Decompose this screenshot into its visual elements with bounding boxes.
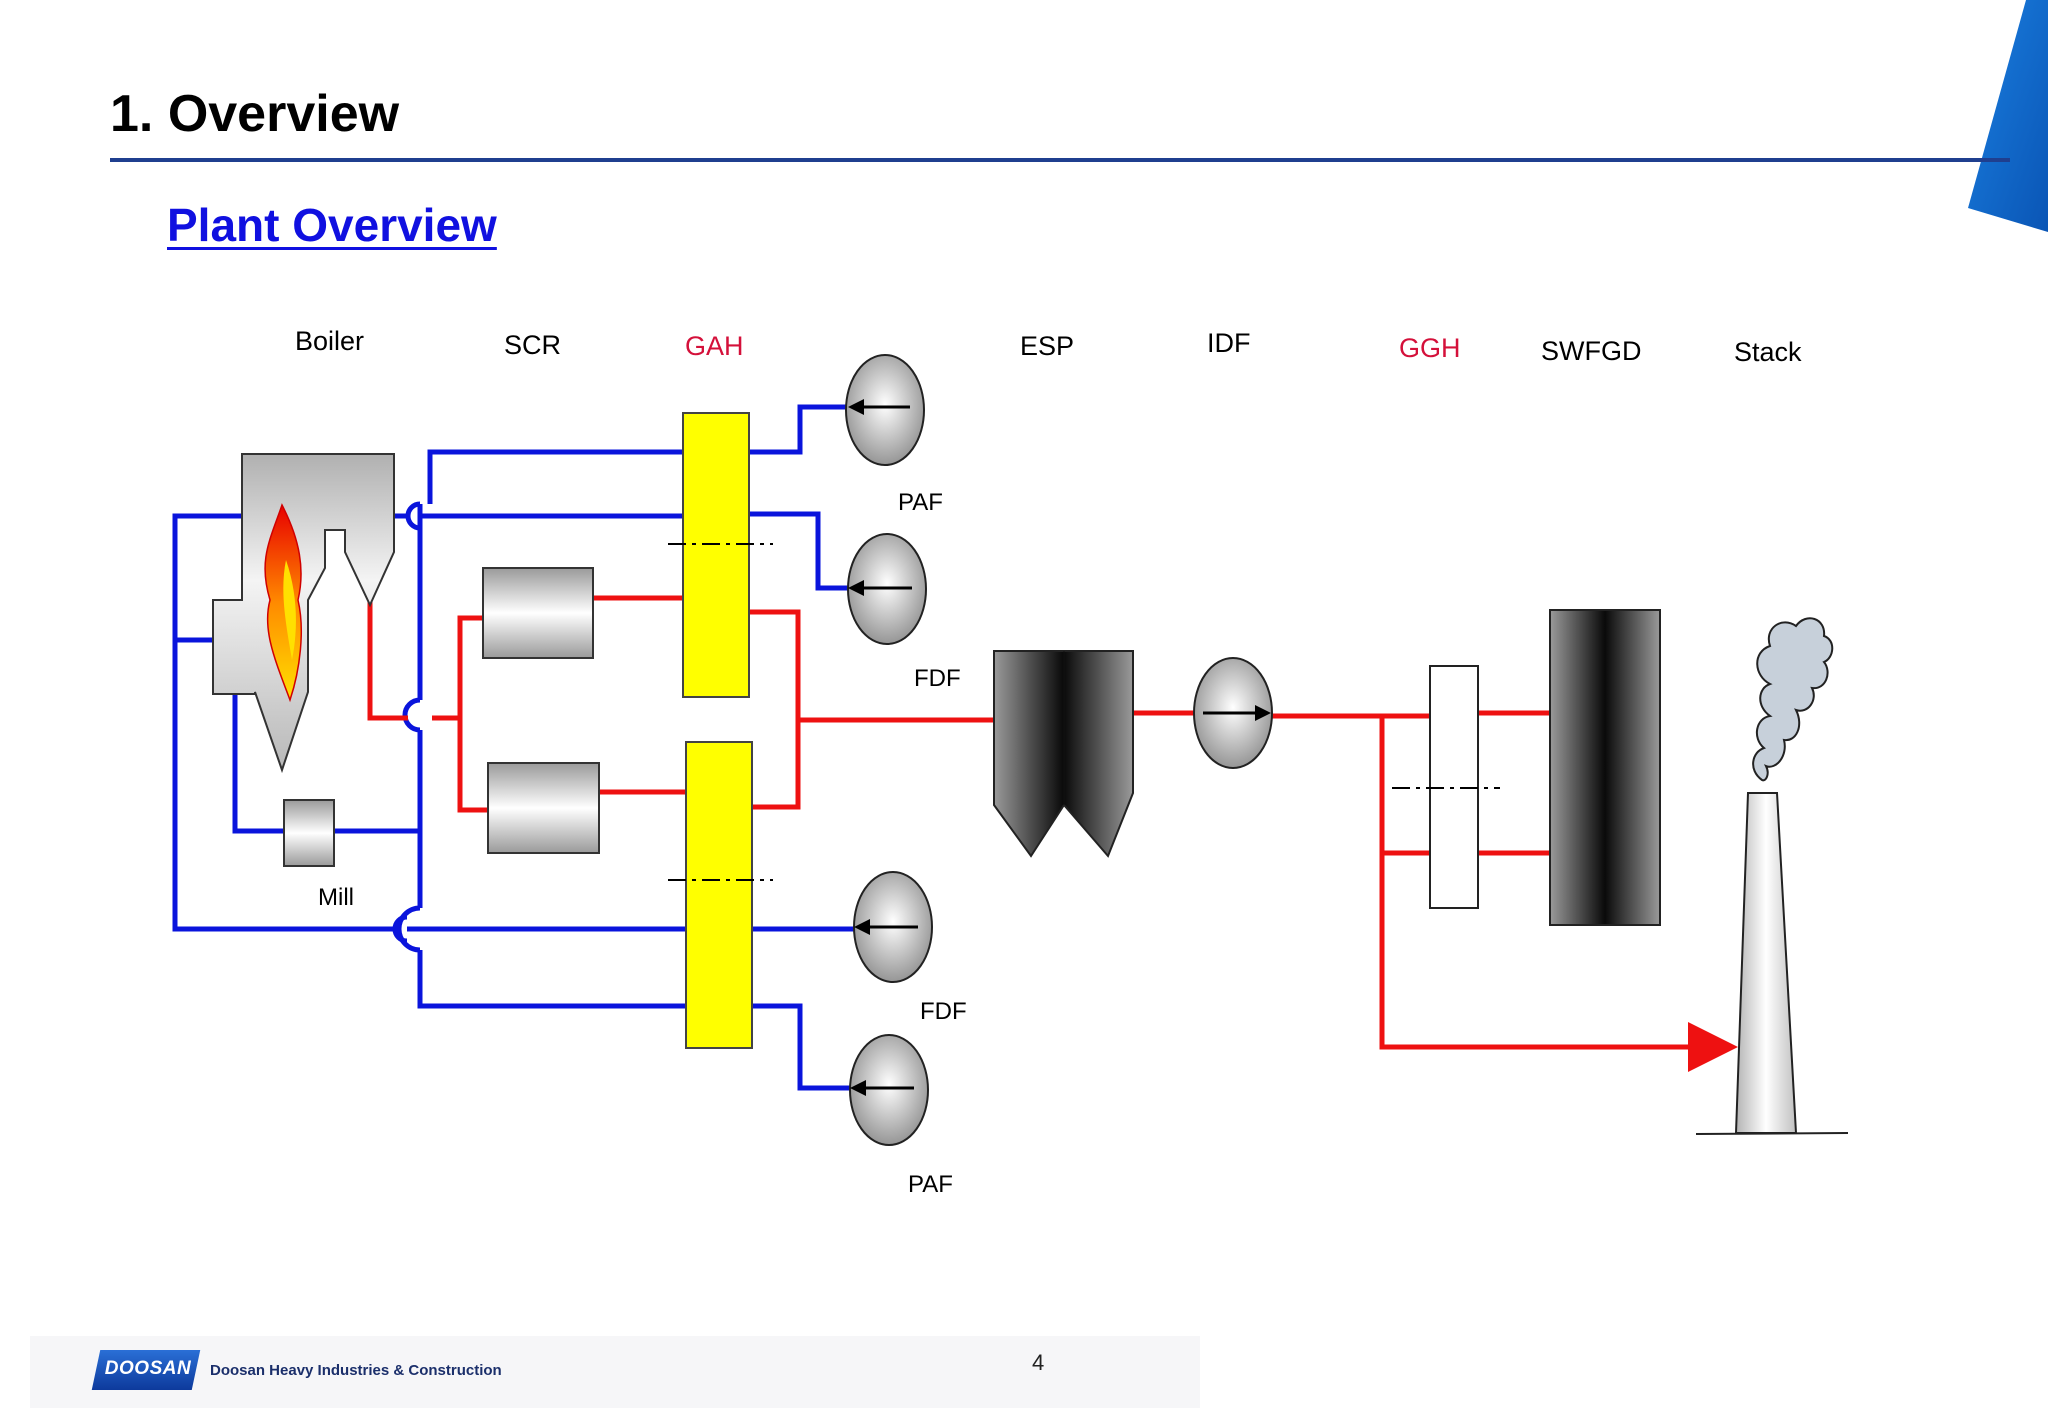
label-ggh: GGH <box>1399 333 1461 363</box>
label-fdf-bottom: FDF <box>920 998 967 1025</box>
page-title: 1. Overview <box>110 85 400 143</box>
label-paf-top: PAF <box>898 489 943 516</box>
footer-bar <box>30 1336 1200 1408</box>
label-stack: Stack <box>1734 337 1802 367</box>
company-name: Doosan Heavy Industries & Construction <box>210 1362 502 1379</box>
label-fdf-top: FDF <box>914 665 961 692</box>
label-gah: GAH <box>685 331 744 361</box>
air-lines <box>172 404 856 1091</box>
label-paf-bottom: PAF <box>908 1171 953 1198</box>
fan-icon-idf <box>1193 657 1273 769</box>
scr-upper <box>482 567 594 659</box>
title-divider <box>110 158 2010 162</box>
scr-lower <box>487 762 600 854</box>
gah-upper <box>682 412 750 698</box>
label-idf: IDF <box>1207 328 1251 358</box>
swfgd <box>1549 609 1661 926</box>
mill <box>283 799 335 867</box>
fan-icon-paf-top <box>845 354 925 466</box>
label-boiler: Boiler <box>295 326 365 356</box>
gah-lower <box>685 741 753 1049</box>
fan-icon-paf-bottom <box>849 1034 929 1146</box>
fan-icon-fdf-bottom <box>853 871 933 983</box>
corner-accent-shape <box>1968 0 2048 232</box>
label-esp: ESP <box>1020 331 1075 361</box>
label-scr: SCR <box>504 330 562 360</box>
label-swfgd: SWFGD <box>1541 336 1642 366</box>
page-number: 4 <box>1032 1350 1045 1375</box>
smoke-icon <box>1752 617 1834 782</box>
esp <box>993 650 1134 858</box>
logo-text: DOOSAN <box>104 1358 192 1379</box>
section-subtitle: Plant Overview <box>167 199 497 251</box>
fan-icon-fdf-top <box>847 533 927 645</box>
flame-icon <box>264 503 302 703</box>
label-mill: Mill <box>318 884 354 911</box>
stack <box>1695 617 1849 1135</box>
boiler <box>212 453 395 774</box>
